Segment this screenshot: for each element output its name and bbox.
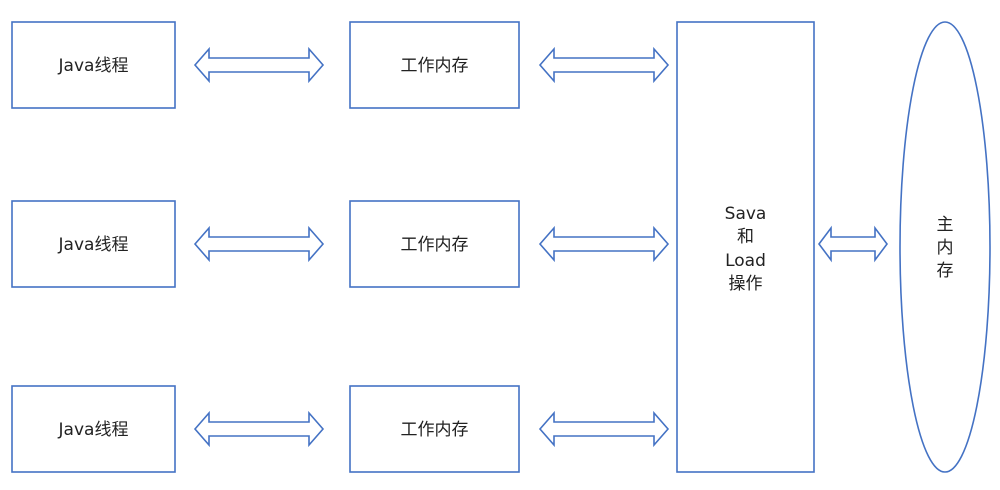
work-memory-label-3: 工作内存 — [401, 420, 469, 440]
main-memory-label-line-3: 存 — [937, 261, 954, 281]
main-memory-ellipse — [899, 21, 991, 473]
work-memory-box-2 — [349, 200, 520, 288]
double-arrow-work-operation-2 — [539, 227, 669, 261]
java-thread-label-2: Java线程 — [58, 235, 129, 255]
double-arrow-thread-work-1 — [194, 48, 324, 82]
work-memory-box-1 — [349, 21, 520, 109]
operation-label-line-2: 和 — [737, 227, 754, 247]
work-memory-label-1: 工作内存 — [401, 56, 469, 76]
operation-label-line-3: Load — [725, 251, 766, 271]
row-3: Java线程 工作内存 — [11, 385, 669, 473]
double-arrow-work-operation-1 — [539, 48, 669, 82]
main-memory: 主 内 存 — [899, 21, 991, 473]
operation-label-line-4: 操作 — [729, 274, 763, 294]
operation-label-line-1: Sava — [725, 204, 767, 224]
double-arrow-operation-main — [818, 227, 888, 261]
java-thread-label-3: Java线程 — [58, 420, 129, 440]
work-memory-box-3 — [349, 385, 520, 473]
double-arrow-thread-work-3 — [194, 412, 324, 446]
row-2: Java线程 工作内存 — [11, 200, 669, 288]
java-thread-box-3 — [11, 385, 176, 473]
java-thread-box-2 — [11, 200, 176, 288]
java-thread-box-1 — [11, 21, 176, 109]
operation-column: Sava 和 Load 操作 — [676, 21, 815, 473]
double-arrow-work-operation-3 — [539, 412, 669, 446]
work-memory-label-2: 工作内存 — [401, 235, 469, 255]
operation-box — [676, 21, 815, 473]
main-memory-label-line-2: 内 — [937, 238, 954, 258]
double-arrow-thread-work-2 — [194, 227, 324, 261]
main-memory-label-line-1: 主 — [937, 215, 954, 235]
java-thread-label-1: Java线程 — [58, 56, 129, 76]
row-1: Java线程 工作内存 — [11, 21, 669, 109]
